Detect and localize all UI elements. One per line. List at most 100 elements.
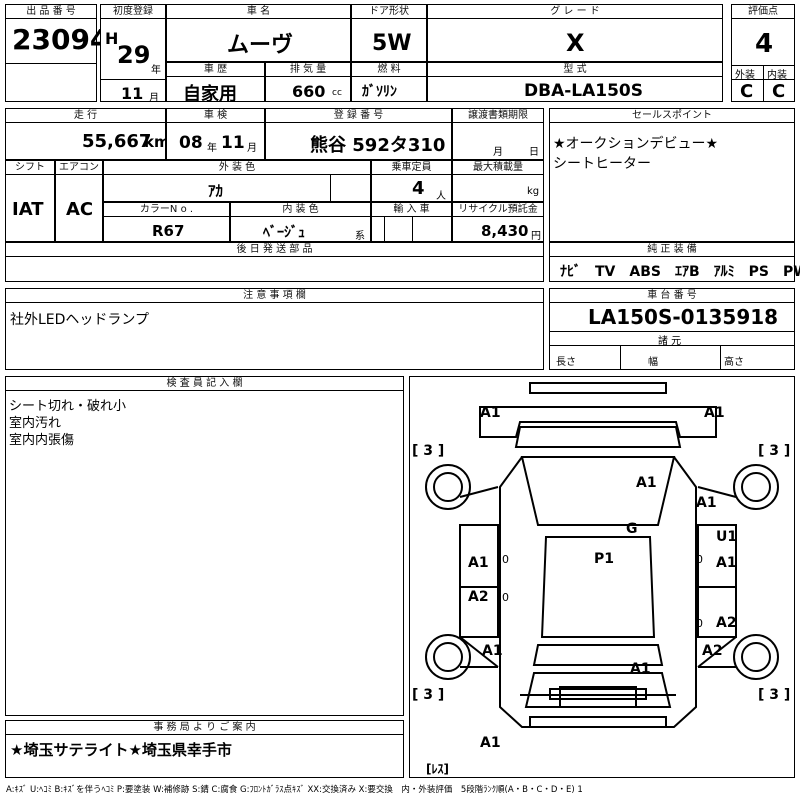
shift-value: IAT <box>12 199 44 220</box>
displacement-label: 排 気 量 <box>266 63 350 77</box>
front-outline <box>479 406 717 438</box>
chassis-number-label: 車 台 番 号 <box>550 289 794 303</box>
interior-color-value: ﾍﾞｰｼﾞｭ <box>263 225 305 241</box>
score-label: 評価点 <box>732 5 794 19</box>
spare-tire-area <box>529 716 667 728</box>
inspector-notes-label: 検 査 員 記 入 欄 <box>6 377 403 391</box>
mileage-label: 走 行 <box>6 109 165 123</box>
cc-unit: cc <box>332 88 342 98</box>
vehicle-diagram: A1 A1 A1 A1 G U1 P1 A1 A1 A2 A2 A1 A2 A1… <box>412 382 790 776</box>
inspector-note-2: 室内汚れ <box>9 416 62 431</box>
km-unit: km <box>144 133 170 151</box>
car-name-value: ムーヴ <box>227 33 294 58</box>
month-unit: 月 <box>149 93 159 104</box>
capacity-box: 乗車定員 4 人 <box>371 160 452 202</box>
fuel-value: ｶﾞｿﾘﾝ <box>362 84 397 100</box>
sales-point-label: セールスポイント <box>550 109 794 123</box>
year-unit: 年 <box>151 65 161 76</box>
score-value: 4 <box>755 29 774 59</box>
damage-diagram-box: A1 A1 A1 A1 G U1 P1 A1 A1 A2 A2 A1 A2 A1… <box>409 376 795 778</box>
mileage-value: 55,667 <box>82 131 152 152</box>
specs-label: 諸 元 <box>658 336 682 347</box>
capacity-label: 乗車定員 <box>372 161 451 175</box>
era-mark: H <box>105 29 119 48</box>
grade-label: グ レ ー ド <box>428 5 722 19</box>
shift-label: シフト <box>6 161 54 175</box>
chassis-number-value: LA150S-0135918 <box>588 305 779 329</box>
interior-color-label: 内 装 色 <box>231 203 370 217</box>
mileage-box: 走 行 55,667 km <box>5 108 170 160</box>
mark-6: U1 <box>716 529 737 545</box>
inspection-month: 11 <box>221 133 245 153</box>
lot-number-value: 23094 <box>12 23 110 56</box>
mark-12: A1 <box>482 643 503 659</box>
door-type-box: ドア形状 5W <box>351 4 427 62</box>
transfer-day-unit: 日 <box>529 147 539 158</box>
inspector-note-3: 室内内張傷 <box>9 433 75 448</box>
office-notice-label: 事 務 局 よ り ご 案 内 <box>6 721 403 735</box>
transfer-deadline-label: 譲渡書類期限 <box>453 109 543 123</box>
notes-label: 注 意 事 項 欄 <box>6 289 543 303</box>
history-label: 車 歴 <box>167 63 264 77</box>
windshield <box>520 456 676 526</box>
sales-point-1: ★オークションデビュー★ <box>553 136 719 152</box>
later-shipping-parts-label: 後 日 発 送 部 品 <box>6 243 543 257</box>
yen-unit: 円 <box>531 231 541 242</box>
grade-box: グ レ ー ド X <box>427 4 723 62</box>
zero-mark-1: 0 <box>502 553 509 566</box>
spare-tire-label: [ﾚｽ] <box>426 762 449 776</box>
left-rear-door <box>459 586 499 638</box>
history-box: 車 歴 自家用 <box>166 62 265 105</box>
genuine-equipment-value: ﾅﾋﾞ TV ABS ｴｱB ｱﾙﾐ PS PW <box>560 264 800 280</box>
interior-label: 内装 <box>767 70 787 81</box>
rear-glass <box>532 644 664 666</box>
sales-point-2: シートヒーター <box>553 156 651 172</box>
tire-front-right <box>733 464 779 510</box>
recycle-fee-value: 8,430 <box>481 222 529 240</box>
color-number-box: カラーN o . R67 <box>103 202 230 242</box>
door-type-label: ドア形状 <box>352 5 426 19</box>
lot-number-label: 出 品 番 号 <box>6 5 96 19</box>
tire-rear-left <box>425 634 471 680</box>
inspector-notes-box: 検 査 員 記 入 欄 シート切れ・破れ小 室内汚れ 室内内張傷 <box>5 376 404 716</box>
tire-label-front-left: [ 3 ] <box>412 443 444 459</box>
mark-1: A1 <box>480 405 501 421</box>
tire-label-rear-left: [ 3 ] <box>412 687 444 703</box>
color-number-label: カラーN o . <box>104 203 229 217</box>
zero-mark-4: 0 <box>696 617 703 630</box>
displacement-value: 660 <box>292 82 326 101</box>
mark-11: A2 <box>716 615 737 631</box>
aircon-value: AC <box>66 199 94 220</box>
zero-mark-2: 0 <box>696 553 703 566</box>
front-bumper-outline <box>529 382 667 394</box>
tire-front-left <box>425 464 471 510</box>
model-value: DBA-LA150S <box>524 81 643 101</box>
mark-14: A1 <box>630 661 651 677</box>
car-name-label: 車 名 <box>167 5 350 19</box>
length-label: 長さ <box>556 357 576 368</box>
exterior-color-box: 外 装 色 ｱｶ <box>103 160 371 202</box>
interior-color-box: 内 装 色 ﾍﾞｰｼﾞｭ 系 <box>230 202 371 242</box>
width-label: 幅 <box>648 357 658 368</box>
persons-unit: 人 <box>436 191 446 202</box>
recycle-fee-label: リサイクル預託金 <box>453 203 543 217</box>
first-registration-label: 初度登録 <box>101 5 165 19</box>
office-notice-box: 事 務 局 よ り ご 案 内 ★埼玉サテライト★埼玉県幸手市 <box>5 720 404 778</box>
chassis-number-box: 車 台 番 号 LA150S-0135918 諸 元 長さ 幅 高さ <box>549 288 795 370</box>
genuine-equipment-label: 純 正 装 備 <box>550 243 794 257</box>
first-registration-box: 初度登録 H 29 年 11 月 <box>100 4 166 104</box>
mark-7: P1 <box>594 551 614 567</box>
mark-2: A1 <box>704 405 725 421</box>
inspection-year: 08 <box>179 133 203 153</box>
exterior-color-label: 外 装 色 <box>104 161 370 175</box>
max-load-box: 最大積載量 kg <box>452 160 544 202</box>
first-registration-month: 11 <box>121 84 144 103</box>
rear-plate-area <box>559 686 637 708</box>
exterior-color-value: ｱｶ <box>208 182 224 200</box>
exterior-score: C <box>740 81 754 102</box>
height-label: 高さ <box>724 357 744 368</box>
import-box: 輸 入 車 <box>371 202 452 242</box>
inspection-month-unit: 月 <box>247 143 257 154</box>
mark-4: A1 <box>696 495 717 511</box>
grade-value: X <box>566 29 585 57</box>
